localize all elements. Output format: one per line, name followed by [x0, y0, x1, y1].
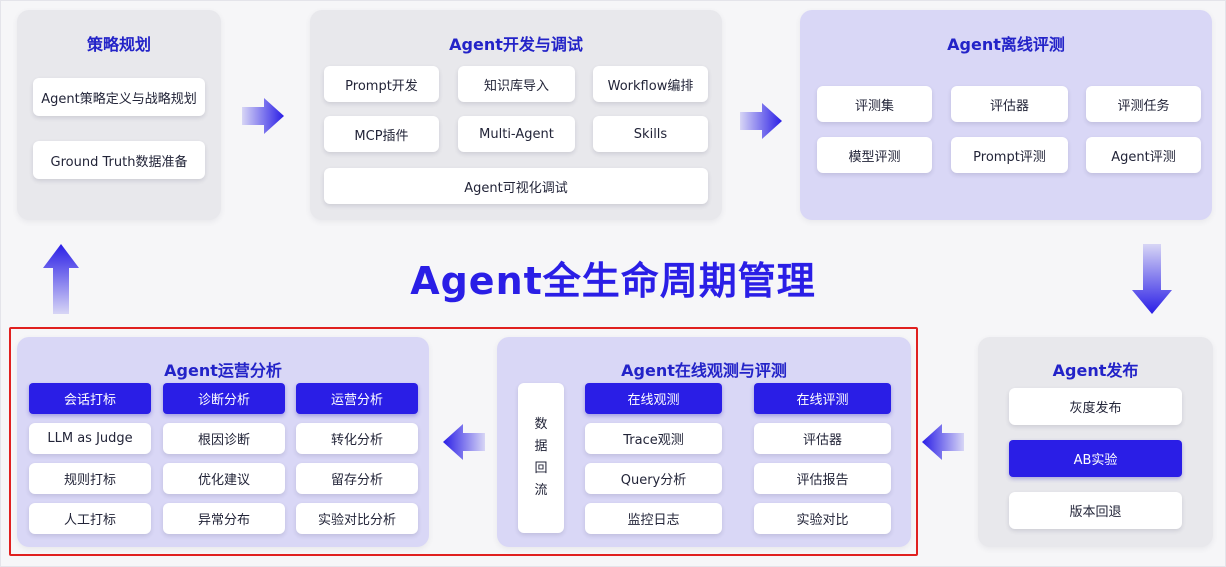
ops-item-experiment-compare: 实验对比分析: [296, 503, 418, 534]
ops-item-conversion: 转化分析: [296, 423, 418, 454]
dev-item-workflow: Workflow编排: [593, 66, 708, 102]
data-return-char: 流: [534, 483, 548, 498]
data-return-char: 数: [534, 417, 548, 432]
online-eval-panel: Agent在线观测与评测 数 据 回 流 在线观测 Trace观测 Query分…: [497, 337, 911, 547]
arrow-left-icon: [922, 424, 964, 460]
ops-item-manual-tagging: 人工打标: [29, 503, 151, 534]
online-eval-item-evaluator: 评估器: [754, 423, 891, 454]
strategy-item-definition: Agent策略定义与战略规划: [33, 78, 205, 116]
dev-item-knowledge-base: 知识库导入: [458, 66, 575, 102]
ops-item-anomaly: 异常分布: [163, 503, 285, 534]
dev-item-skills: Skills: [593, 116, 708, 152]
ops-header-tagging: 会话打标: [29, 383, 151, 414]
offline-eval-item-dataset: 评测集: [817, 86, 932, 122]
release-panel: Agent发布 灰度发布 AB实验 版本回退: [978, 337, 1213, 547]
online-observe-item-query: Query分析: [585, 463, 722, 494]
online-observe-header: 在线观测: [585, 383, 722, 414]
data-return-char: 回: [534, 461, 548, 476]
dev-panel: Agent开发与调试 Prompt开发 知识库导入 Workflow编排 MCP…: [310, 10, 722, 220]
ops-header-operations: 运营分析: [296, 383, 418, 414]
offline-eval-item-task: 评测任务: [1086, 86, 1201, 122]
dev-item-mcp: MCP插件: [324, 116, 439, 152]
release-title: Agent发布: [1052, 361, 1139, 380]
online-observe-item-trace: Trace观测: [585, 423, 722, 454]
ops-item-optimization: 优化建议: [163, 463, 285, 494]
offline-eval-title: Agent离线评测: [947, 35, 1065, 54]
arrow-up-icon: [43, 244, 79, 314]
arrow-right-icon: [242, 98, 284, 134]
strategy-panel: 策略规划 Agent策略定义与战略规划 Ground Truth数据准备: [17, 10, 221, 220]
strategy-item-ground-truth: Ground Truth数据准备: [33, 141, 205, 179]
ops-item-rule-tagging: 规则打标: [29, 463, 151, 494]
lifecycle-title: Agent全生命周期管理: [410, 259, 816, 303]
offline-eval-item-model: 模型评测: [817, 137, 932, 173]
data-return-char: 据: [534, 439, 548, 454]
ops-item-root-cause: 根因诊断: [163, 423, 285, 454]
offline-eval-item-prompt: Prompt评测: [951, 137, 1068, 173]
ops-item-llm-judge: LLM as Judge: [29, 423, 151, 454]
arrow-down-icon: [1132, 244, 1172, 314]
offline-eval-item-evaluator: 评估器: [951, 86, 1068, 122]
arrow-right-icon: [740, 103, 782, 139]
release-item-ab-test: AB实验: [1009, 440, 1182, 477]
dev-item-prompt: Prompt开发: [324, 66, 439, 102]
offline-eval-panel: Agent离线评测 评测集 评估器 评测任务 模型评测 Prompt评测 Age…: [800, 10, 1212, 220]
dev-item-visual-debug: Agent可视化调试: [324, 168, 708, 204]
online-observe-item-monitor: 监控日志: [585, 503, 722, 534]
strategy-title: 策略规划: [86, 35, 151, 54]
arrow-left-icon: [443, 424, 485, 460]
release-item-gray: 灰度发布: [1009, 388, 1182, 425]
ops-panel: Agent运营分析 会话打标 诊断分析 运营分析 LLM as Judge 规则…: [17, 337, 429, 547]
online-eval-header: 在线评测: [754, 383, 891, 414]
offline-eval-item-agent: Agent评测: [1086, 137, 1201, 173]
online-eval-item-compare: 实验对比: [754, 503, 891, 534]
highlight-frame: [9, 327, 918, 556]
data-return-box: 数 据 回 流: [518, 383, 564, 533]
online-eval-item-report: 评估报告: [754, 463, 891, 494]
dev-title: Agent开发与调试: [449, 35, 583, 54]
online-eval-title: Agent在线观测与评测: [621, 361, 787, 380]
release-item-rollback: 版本回退: [1009, 492, 1182, 529]
ops-item-retention: 留存分析: [296, 463, 418, 494]
ops-title: Agent运营分析: [164, 361, 282, 380]
dev-item-multi-agent: Multi-Agent: [458, 116, 575, 152]
ops-header-diagnosis: 诊断分析: [163, 383, 285, 414]
